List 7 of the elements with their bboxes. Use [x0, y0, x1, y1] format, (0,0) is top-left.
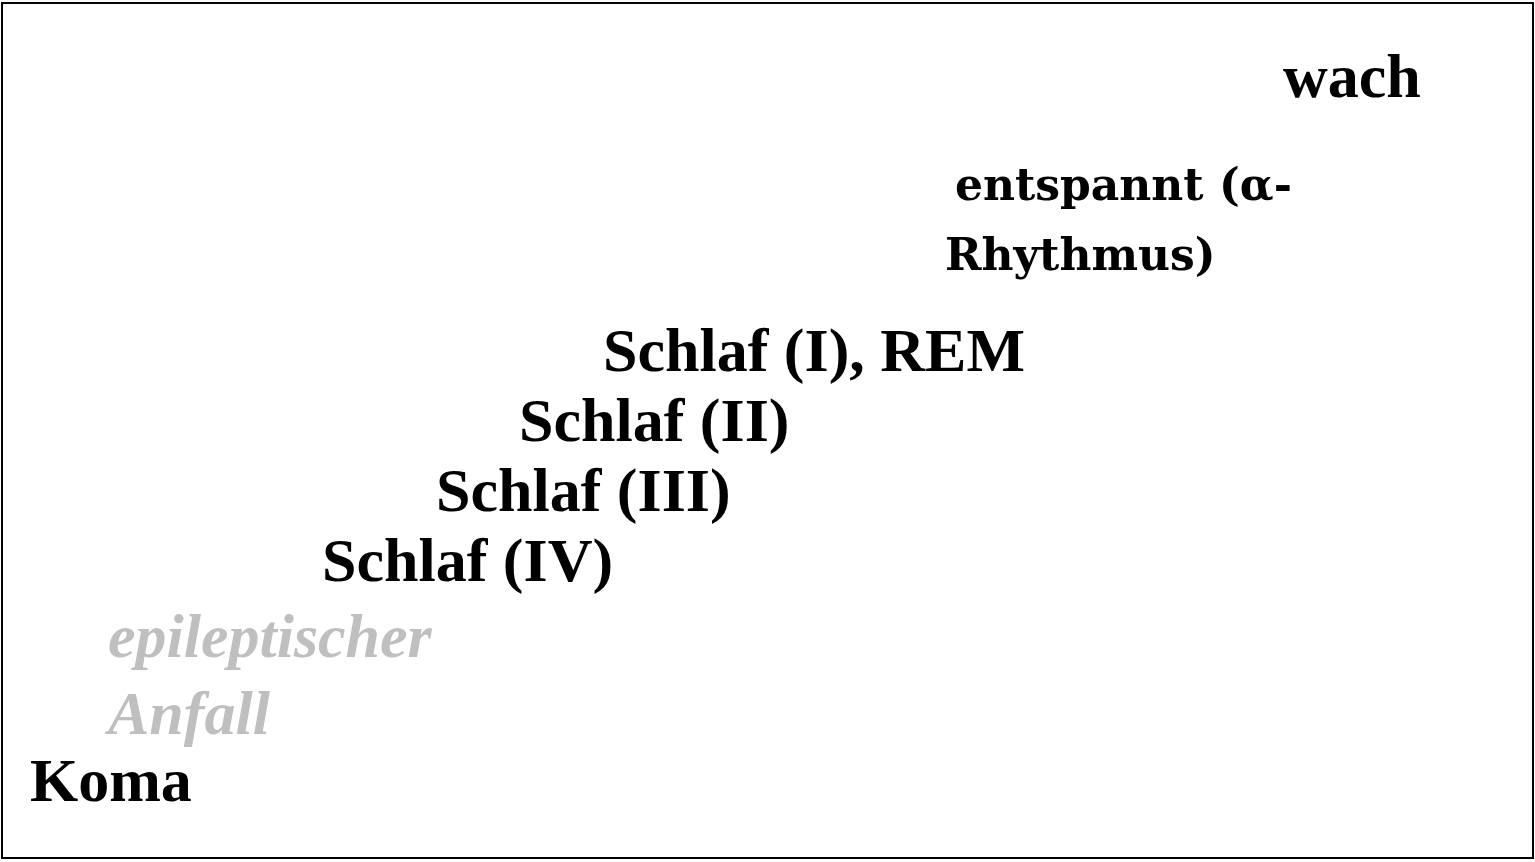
sleep-stage-label: Schlaf (IV): [322, 526, 614, 595]
sleep-stage-label: Schlaf (III): [436, 456, 731, 525]
state-label: entspannt (α-Rhythmus): [945, 158, 1293, 282]
state-label: Koma: [30, 746, 192, 815]
sleep-stage-label: Schlaf (I), REM: [603, 316, 1025, 385]
sleep-stage-label: Schlaf (II): [519, 386, 790, 455]
state-label: wach: [1283, 42, 1421, 111]
